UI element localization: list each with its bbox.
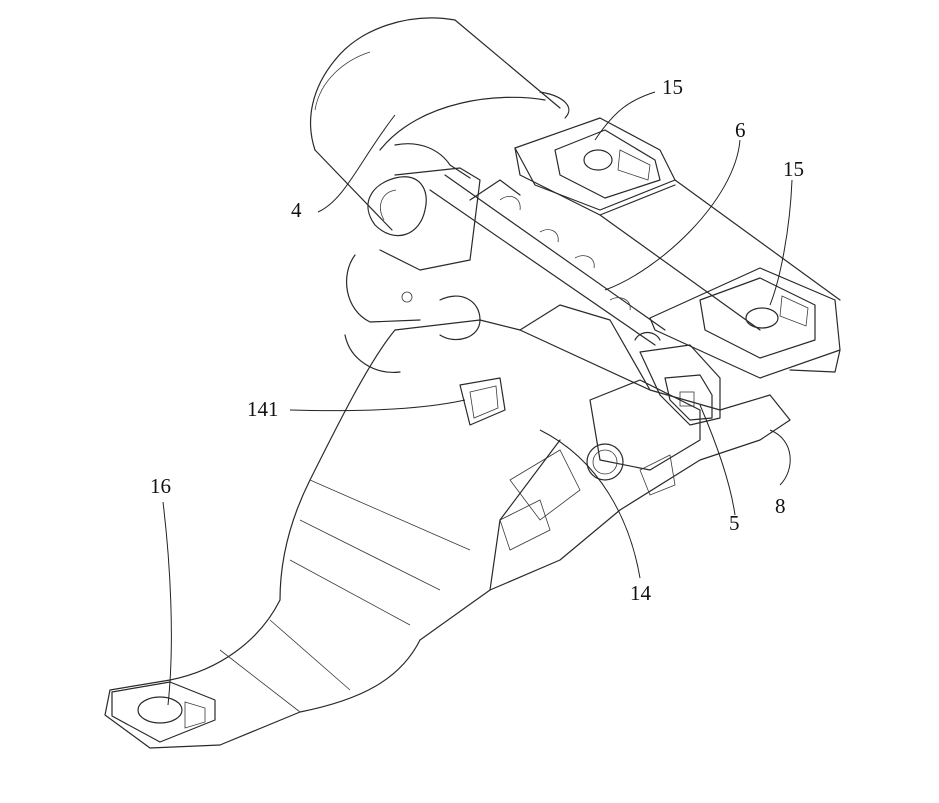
leader-15-right	[769, 179, 793, 306]
label-motor: 4	[291, 198, 302, 222]
connector	[634, 331, 721, 426]
label-mount-top: 15	[662, 75, 683, 99]
leader-5	[699, 404, 736, 516]
leader-4	[317, 114, 396, 213]
leader-15-top	[594, 91, 656, 141]
lower-arm	[104, 479, 471, 749]
gear-housing	[344, 143, 481, 373]
label-housing: 14	[630, 581, 652, 605]
label-bracket-edge: 8	[775, 494, 786, 518]
label-window: 141	[247, 397, 279, 421]
column-shaft	[429, 174, 666, 346]
leader-16	[162, 501, 172, 706]
leader-141	[289, 399, 466, 412]
label-connector: 5	[729, 511, 740, 535]
label-mount-right: 15	[783, 157, 804, 181]
leader-8	[769, 429, 791, 486]
leader-6	[604, 139, 741, 291]
label-end-hole: 16	[150, 474, 171, 498]
upper-bracket	[514, 117, 841, 379]
leader-14	[539, 429, 641, 579]
leader-lines	[162, 91, 793, 706]
label-shaft: 6	[735, 118, 746, 142]
motor-cylinder	[309, 17, 570, 231]
main-housing	[279, 304, 791, 641]
